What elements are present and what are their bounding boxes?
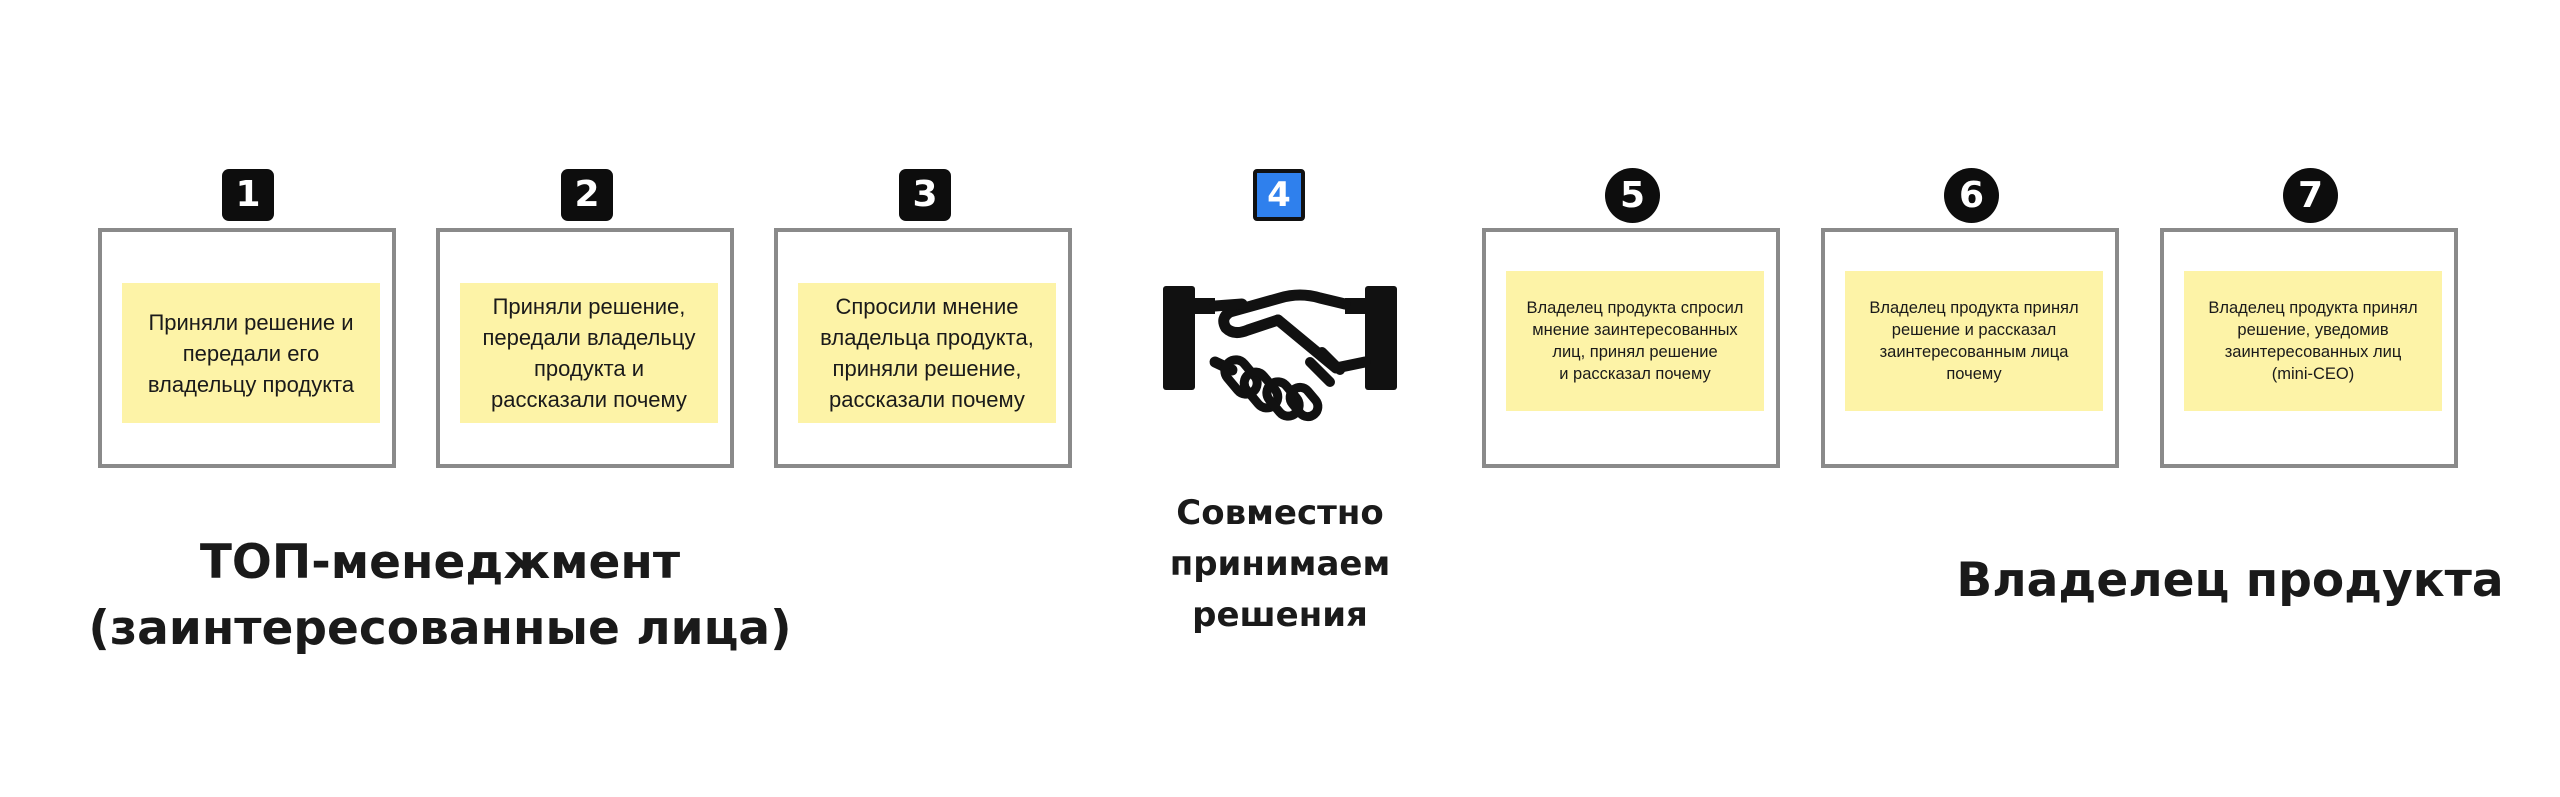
sticky-note-7: Владелец продукта принял решение, уведом… <box>2184 271 2442 411</box>
sticky-note-6: Владелец продукта принял решение и расск… <box>1845 271 2103 411</box>
step-card-7[interactable]: Владелец продукта принял решение, уведом… <box>2160 228 2458 468</box>
step-number-6: 6 <box>1944 168 1999 223</box>
step-number-4: 4 <box>1253 169 1305 221</box>
step-number-3: 3 <box>899 169 951 221</box>
center-caption: Совместно принимаем решения <box>1169 493 1391 635</box>
sticky-note-1: Приняли решение и передали его владельцу… <box>122 283 380 423</box>
step-card-3[interactable]: Спросили мнение владельца продукта, прин… <box>774 228 1072 468</box>
step-number-7: 7 <box>2283 168 2338 223</box>
step-number-5: 5 <box>1605 168 1660 223</box>
sticky-note-2: Приняли решение, передали владельцу прод… <box>460 283 718 423</box>
top-management-title-line2: (заинтересованные лица) <box>88 601 792 656</box>
step-card-1[interactable]: Приняли решение и передали его владельцу… <box>98 228 396 468</box>
step-number-1: 1 <box>222 169 274 221</box>
sticky-note-3: Спросили мнение владельца продукта, прин… <box>798 283 1056 423</box>
top-management-title-line1: ТОП-менеджмент <box>199 535 681 590</box>
top-management-title: ТОП-менеджмент (заинтересованные лица) <box>60 530 820 662</box>
step-number-2: 2 <box>561 169 613 221</box>
product-owner-title: Владелец продукта <box>1956 553 2504 608</box>
step-card-6[interactable]: Владелец продукта принял решение и расск… <box>1821 228 2119 468</box>
sticky-note-5: Владелец продукта спросил мнение заинтер… <box>1506 271 1764 411</box>
step-card-2[interactable]: Приняли решение, передали владельцу прод… <box>436 228 734 468</box>
handshake-icon <box>1160 270 1400 430</box>
step-card-5[interactable]: Владелец продукта спросил мнение заинтер… <box>1482 228 1780 468</box>
